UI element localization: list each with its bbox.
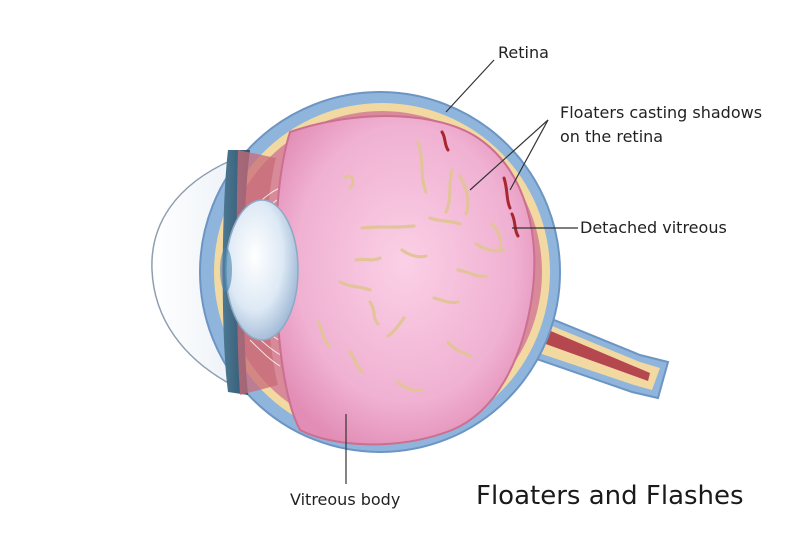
label-retina: Retina xyxy=(498,43,549,62)
label-floaters-line1: Floaters casting shadows xyxy=(560,103,762,122)
leader-lines xyxy=(345,59,578,484)
label-floaters-line2: on the retina xyxy=(560,127,663,146)
floater-shadows xyxy=(440,130,520,238)
vitreous-body-shape xyxy=(274,115,536,446)
diagram-title: Floaters and Flashes xyxy=(476,481,744,511)
label-detached-vitreous: Detached vitreous xyxy=(580,218,727,237)
floaters xyxy=(316,140,506,393)
lens xyxy=(225,199,299,341)
label-vitreous-body: Vitreous body xyxy=(290,490,400,509)
pupil-edge xyxy=(220,248,232,292)
